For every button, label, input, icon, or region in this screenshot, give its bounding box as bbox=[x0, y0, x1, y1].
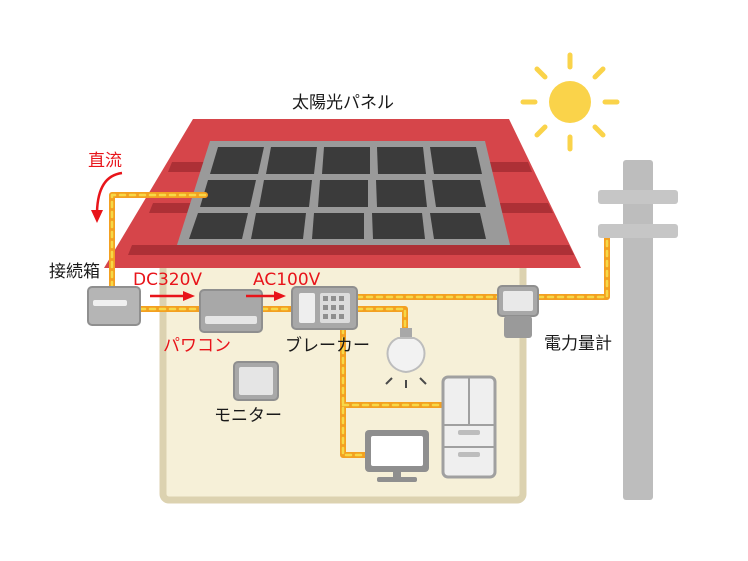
label-power-meter: 電力量計 bbox=[544, 334, 612, 354]
light-bulb-icon bbox=[385, 328, 427, 388]
label-direct-current: 直流 bbox=[88, 151, 122, 171]
label-solar-panel: 太陽光パネル bbox=[292, 93, 394, 113]
sun-icon bbox=[520, 52, 620, 152]
ac-arrow bbox=[246, 291, 286, 301]
television-icon bbox=[365, 430, 429, 482]
dc-arrow bbox=[150, 291, 195, 301]
label-junction-box: 接続箱 bbox=[49, 262, 100, 282]
refrigerator-icon bbox=[441, 375, 497, 479]
utility-pole-icon bbox=[598, 160, 678, 500]
monitor-device bbox=[233, 361, 279, 401]
power-meter bbox=[497, 285, 539, 338]
direct-current-arrow bbox=[91, 171, 123, 223]
cables bbox=[109, 192, 610, 458]
label-power-conditioner: パワコン bbox=[163, 336, 231, 356]
label-breaker: ブレーカー bbox=[285, 336, 370, 356]
breaker bbox=[291, 286, 358, 330]
label-monitor: モニター bbox=[214, 406, 282, 426]
junction-box bbox=[87, 286, 141, 326]
solar-panel bbox=[177, 141, 510, 245]
label-ac-voltage: AC100V bbox=[253, 270, 321, 290]
power-conditioner bbox=[199, 289, 263, 333]
label-dc-voltage: DC320V bbox=[133, 270, 203, 290]
arrows bbox=[91, 171, 286, 301]
